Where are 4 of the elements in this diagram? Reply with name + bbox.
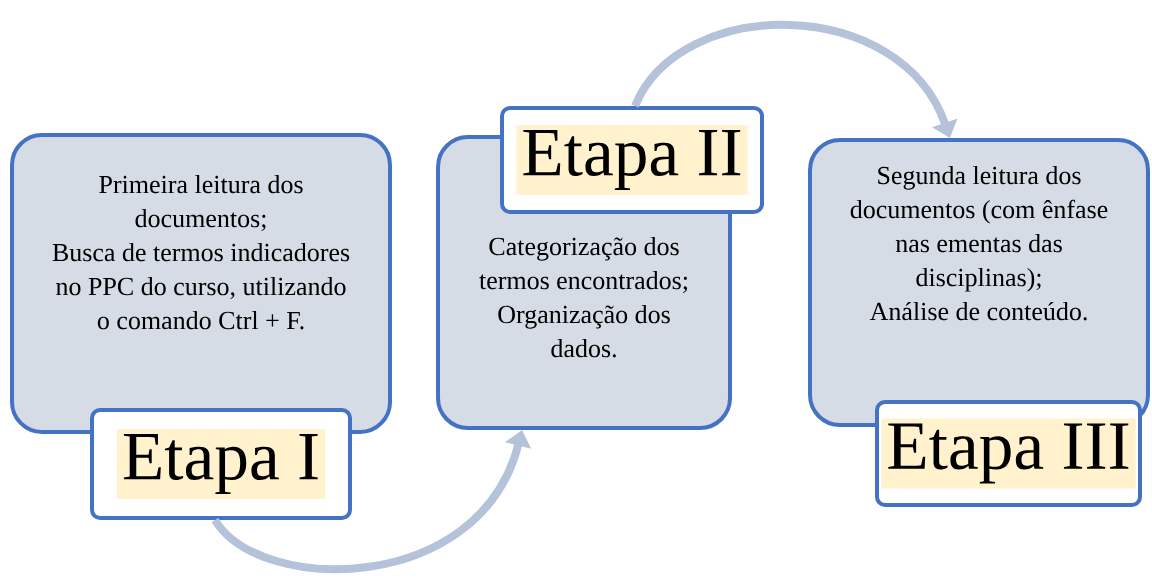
- step-title-box: Etapa I: [90, 408, 352, 520]
- step-title-box: Etapa II: [500, 106, 764, 214]
- step-title-box: Etapa III: [875, 400, 1142, 507]
- step-box: Primeira leitura dos documentos; Busca de termos indicadores no PPC do curso, utilizando o comando Ctrl + F.: [10, 133, 392, 434]
